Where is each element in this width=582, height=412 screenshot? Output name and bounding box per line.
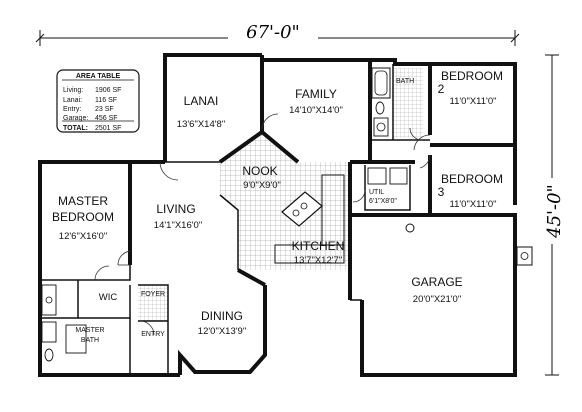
- master-bedroom-label-line1: MASTER: [58, 194, 108, 208]
- nook-size: 9'0"X9'0": [243, 180, 281, 191]
- area-row-label: Living:: [63, 87, 83, 94]
- util-label: UTIL: [369, 189, 384, 196]
- garage-size: 20'0"X21'0": [413, 294, 461, 305]
- living-label: LIVING: [156, 202, 195, 216]
- lanai-label: LANAI: [184, 94, 219, 108]
- fixtures: [41, 67, 533, 362]
- util-size: 6'1"X8'0": [369, 198, 397, 205]
- room-labels: LANAI 13'6"X14'8" FAMILY 14'10"X14'0" BA…: [52, 69, 503, 344]
- bedroom3-size: 11'0"X11'0": [450, 199, 497, 210]
- tile-floor: [220, 132, 350, 270]
- bedroom2-size: 11'0"X11'0": [450, 96, 497, 107]
- dining-label: DINING: [201, 309, 243, 323]
- nook-label: NOOK: [242, 164, 277, 178]
- family-label: FAMILY: [295, 87, 337, 101]
- depth-dimension-line: 45'-0": [542, 54, 565, 376]
- foyer-tile: [138, 285, 168, 321]
- bedroom3-label: BEDROOM: [441, 172, 503, 186]
- bedroom2-number: 2: [438, 82, 445, 96]
- entry-label: ENTRY: [141, 331, 165, 338]
- walls: [38, 53, 517, 377]
- area-row-label: Entry:: [63, 106, 81, 113]
- area-row-label: Garage:: [63, 115, 88, 122]
- area-table-title: AREA TABLE: [76, 73, 121, 80]
- area-row-value: 1906 SF: [95, 87, 121, 94]
- bath-label: BATH: [396, 78, 414, 85]
- lanai-size: 13'6"X14'8": [177, 119, 225, 130]
- area-total-label: TOTAL:: [63, 125, 88, 132]
- wic-label: WIC: [99, 292, 118, 303]
- area-row-value: 456 SF: [95, 115, 118, 122]
- door-swings: [94, 113, 431, 336]
- foyer-label: FOYER: [141, 291, 165, 298]
- depth-label: 45'-0": [544, 184, 565, 239]
- bedroom2-label: BEDROOM: [441, 69, 503, 83]
- kitchen-label: KITCHEN: [292, 239, 345, 253]
- family-size: 14'10"X14'0": [289, 105, 343, 116]
- bedroom3-number: 3: [438, 185, 445, 199]
- bath-tile: [393, 68, 423, 138]
- master-bedroom-size: 12'6"X16'0": [59, 231, 107, 242]
- area-row-value: 116 SF: [95, 97, 117, 104]
- area-table: AREA TABLE Living: 1906 SF Lanai: 116 SF…: [56, 69, 140, 133]
- width-label: 67'-0": [246, 22, 300, 43]
- garage-label: GARAGE: [411, 275, 462, 289]
- width-dimension-line: 67'-0": [35, 22, 520, 46]
- master-bedroom-label-line2: BEDROOM: [52, 210, 114, 224]
- master-bath-label-line1: MASTER: [75, 327, 104, 334]
- area-row-value: 23 SF: [95, 106, 114, 113]
- master-bath-label-line2: BATH: [81, 337, 99, 344]
- kitchen-size: 13'7"X12'7": [294, 255, 342, 266]
- area-total-value: 2501 SF: [95, 125, 121, 132]
- living-size: 14'1"X16'0": [154, 220, 202, 231]
- area-row-label: Lanai:: [63, 97, 82, 104]
- dining-size: 12'0"X13'9": [198, 326, 246, 337]
